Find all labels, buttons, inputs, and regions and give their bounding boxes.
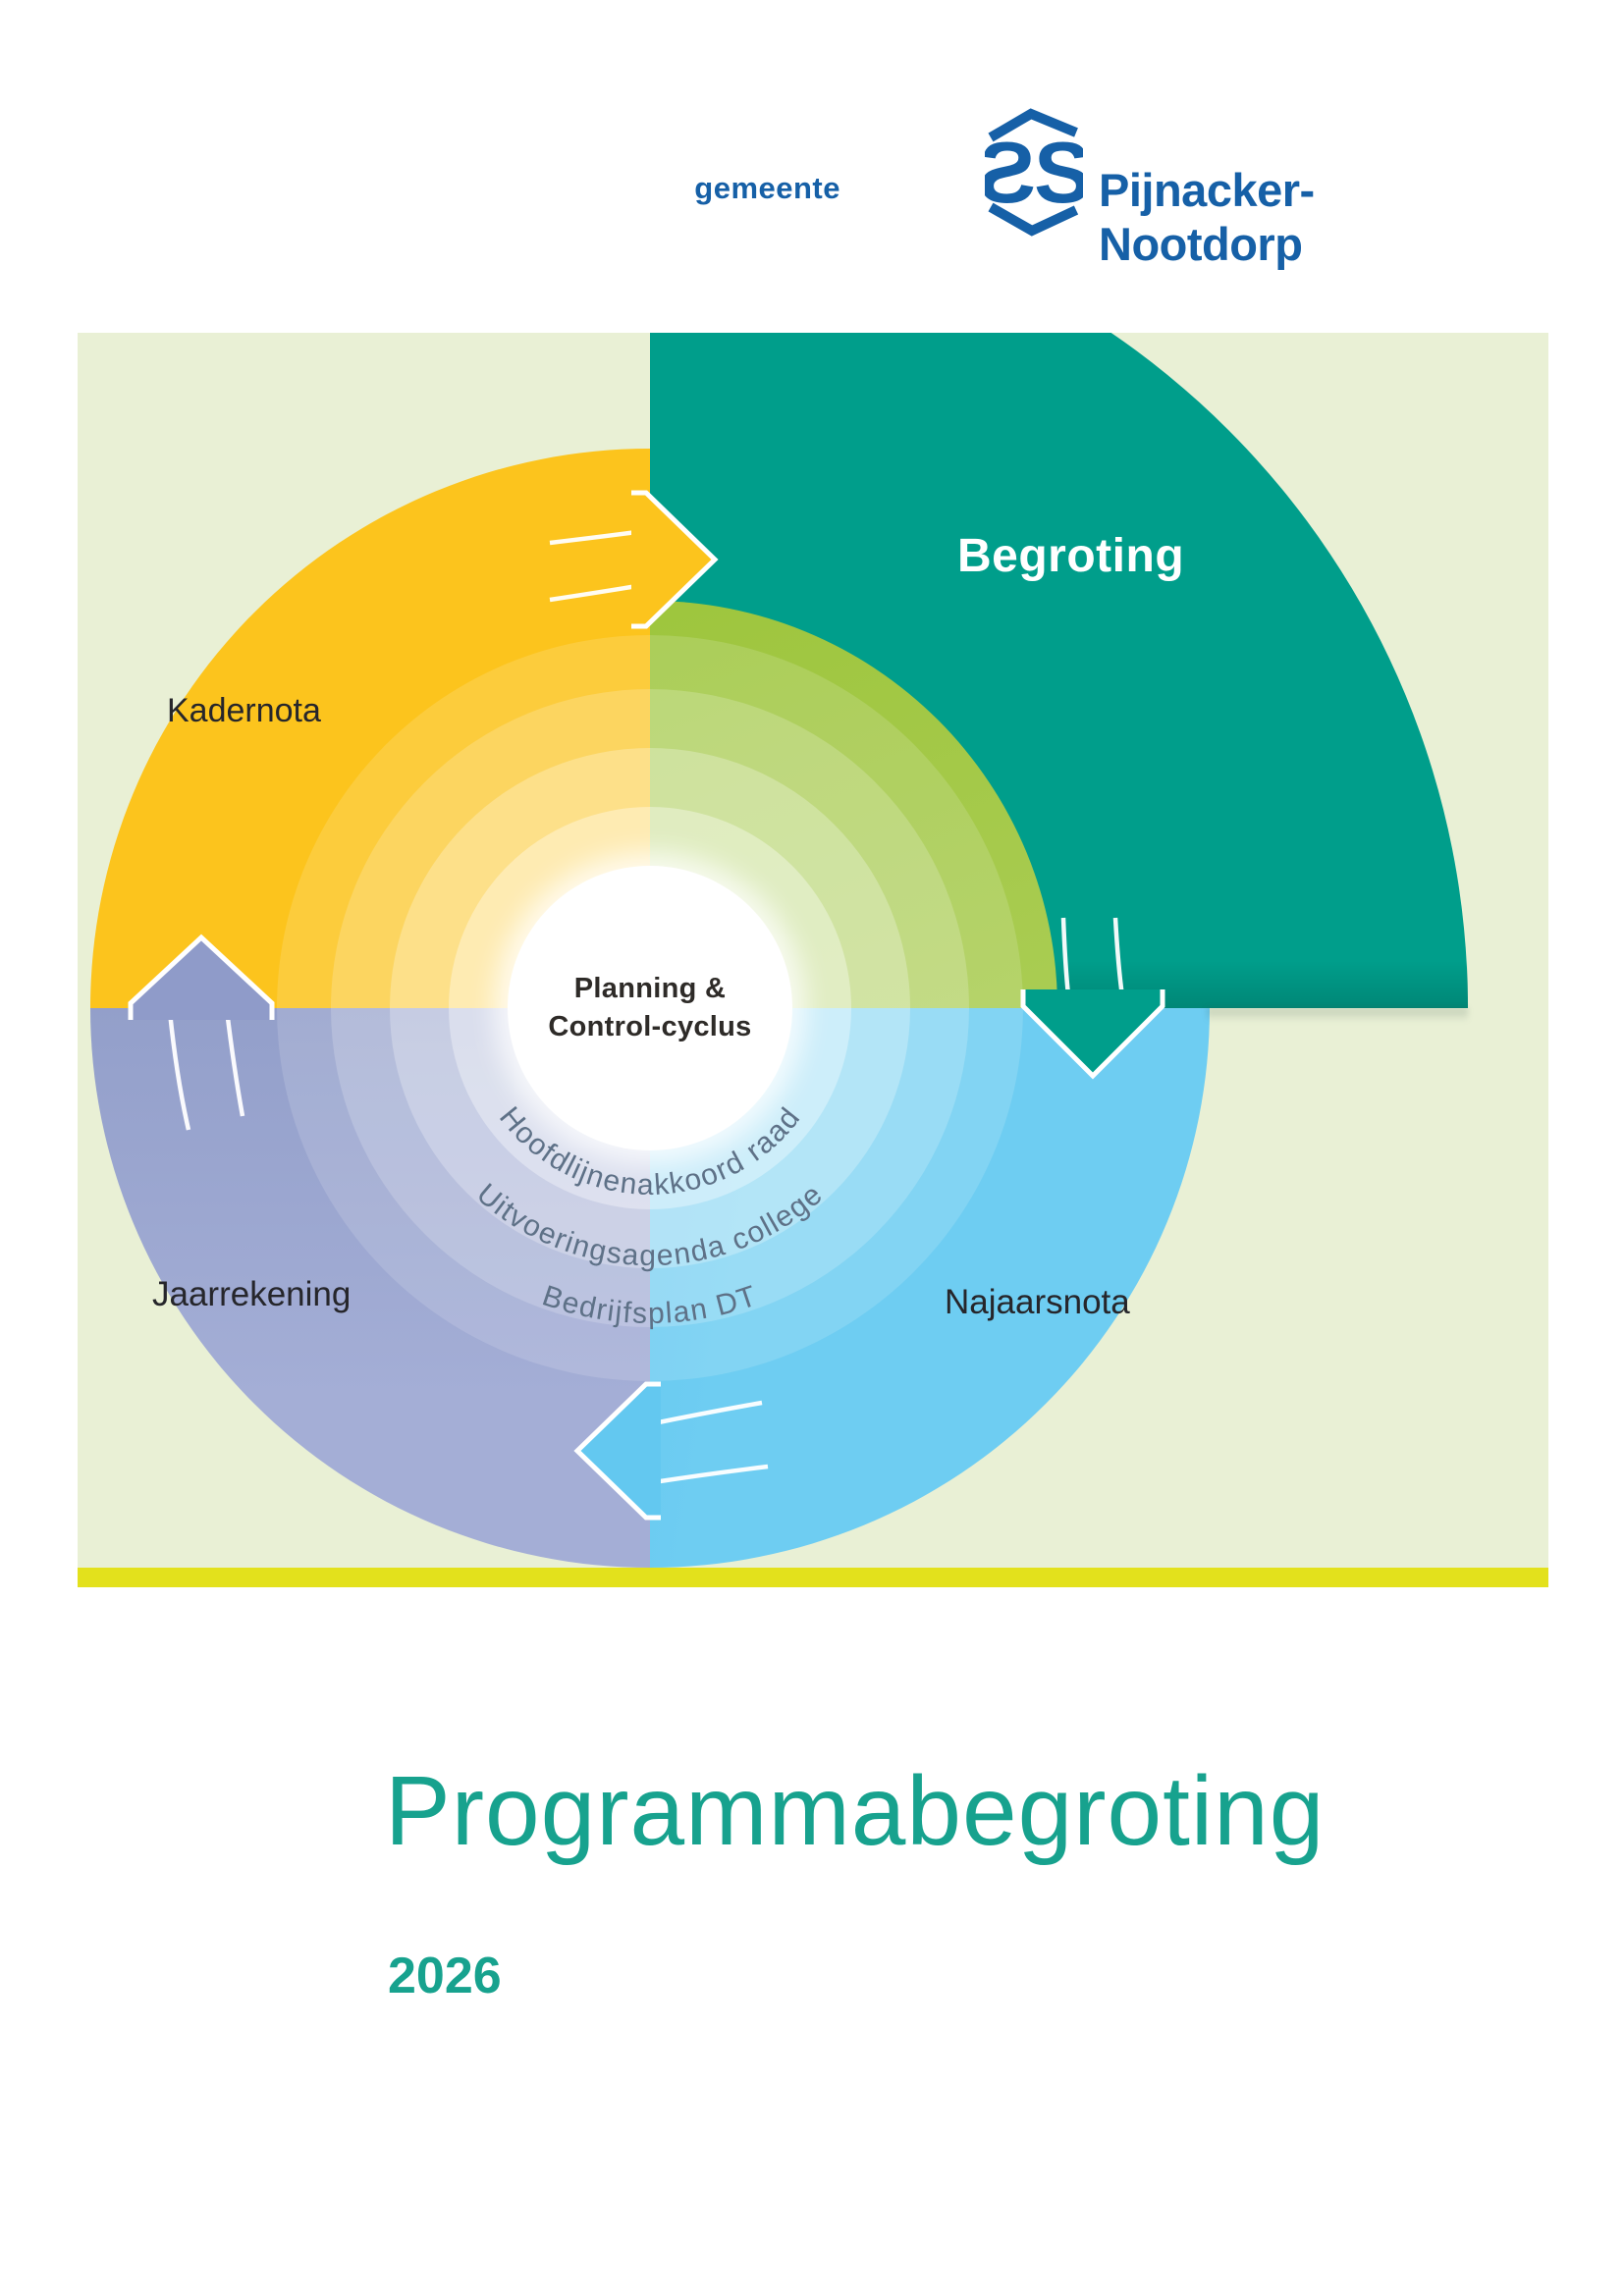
label-kadernota: Kadernota [167, 692, 321, 729]
label-begroting: Begroting [957, 530, 1185, 582]
document-title: Programmabegroting [385, 1756, 1326, 1866]
municipality-crest-icon: S S [985, 108, 1083, 237]
center-title-line1: Planning & [573, 972, 727, 1004]
accent-bar [78, 1568, 1548, 1587]
logo-municipality-name: Pijnacker-Nootdorp [1099, 164, 1315, 270]
document-year: 2026 [388, 1948, 502, 2004]
logo-prefix-text: gemeente [694, 171, 840, 205]
teal-drop-shadow [1207, 1008, 1468, 1022]
center-title-line2: Control-cyclus [548, 1011, 752, 1042]
pc-cycle-diagram: Planning & Control-cyclus Hoofdlijnenakk… [78, 333, 1548, 1568]
label-najaarsnota: Najaarsnota [945, 1283, 1130, 1321]
center-title: Planning & Control-cyclus [503, 949, 797, 1067]
svg-text:S: S [1034, 124, 1083, 221]
center-hub-circle [508, 866, 792, 1150]
label-jaarrekening: Jaarrekening [152, 1275, 352, 1313]
municipality-logo: gemeente S S Pijnacker-Nootdorp [694, 88, 1492, 270]
